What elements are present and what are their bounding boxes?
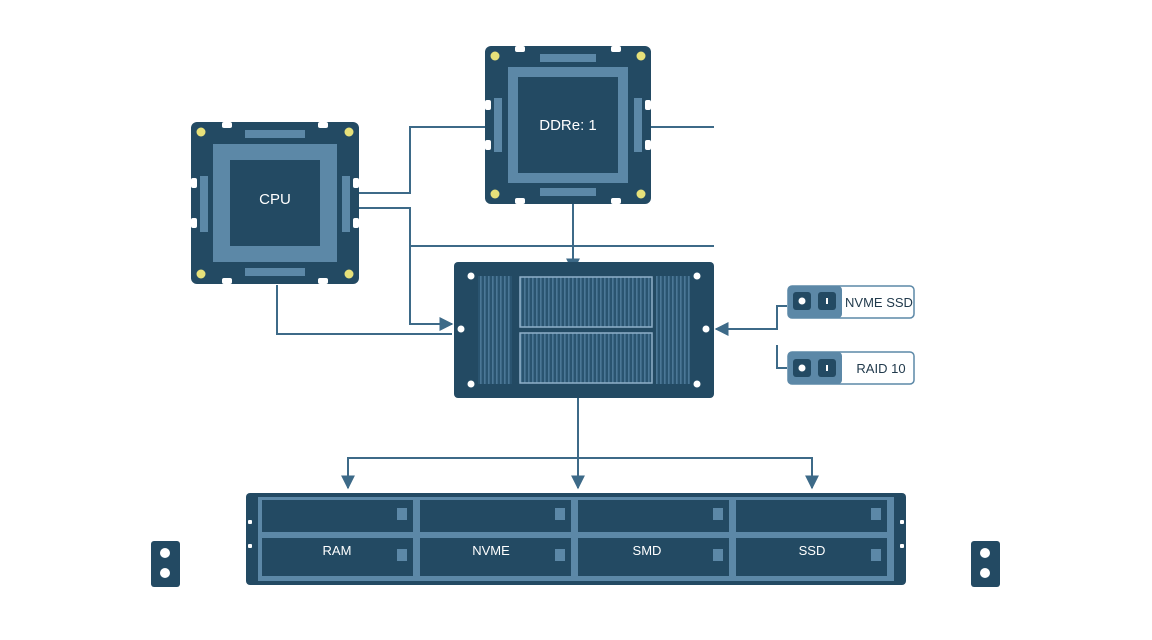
line-cpu-down-to-hub [276, 285, 452, 335]
rack-bottom-row: RAM NVME SMD SSD [262, 538, 887, 576]
line-ssd-to-hub [714, 305, 787, 336]
bay-ssd-label: SSD [799, 543, 826, 558]
bay-nvme-label: NVME [472, 543, 510, 558]
cpu-label: CPU [259, 191, 291, 208]
line-cpu-to-hub [358, 207, 454, 331]
line-bays-distribution [347, 457, 819, 490]
rack-top-row [262, 500, 887, 532]
bay-top-2[interactable] [420, 500, 571, 532]
nvme-ssd-tag[interactable]: NVME SSD [787, 285, 915, 319]
bay-nvme[interactable]: NVME [420, 538, 571, 576]
nvme-ssd-label: NVME SSD [845, 295, 913, 310]
bay-ram[interactable]: RAM [262, 538, 413, 576]
line-cpu-to-ddr [358, 126, 486, 194]
cpu-corner-pins [196, 127, 354, 279]
ddr-label: DDRe: 1 [539, 117, 597, 134]
hub-heatsink[interactable] [454, 262, 714, 398]
ddr-chip[interactable]: DDRe: 1 [485, 46, 651, 204]
connector-lines [276, 126, 819, 490]
bay-smd[interactable]: SMD [578, 538, 729, 576]
cpu-chip[interactable]: CPU [191, 122, 359, 284]
bay-top-4[interactable] [736, 500, 887, 532]
bay-ram-label: RAM [323, 543, 352, 558]
bay-top-3[interactable] [578, 500, 729, 532]
raid-tag[interactable]: RAID 10 [787, 351, 915, 385]
ddr-corner-pins [490, 51, 646, 199]
raid-label: RAID 10 [856, 361, 905, 376]
left-bracket [151, 541, 180, 587]
bay-ssd[interactable]: SSD [736, 538, 887, 576]
right-bracket [971, 541, 1000, 587]
bay-smd-label: SMD [633, 543, 662, 558]
bay-top-1[interactable] [262, 500, 413, 532]
line-raid-stub [776, 345, 787, 369]
